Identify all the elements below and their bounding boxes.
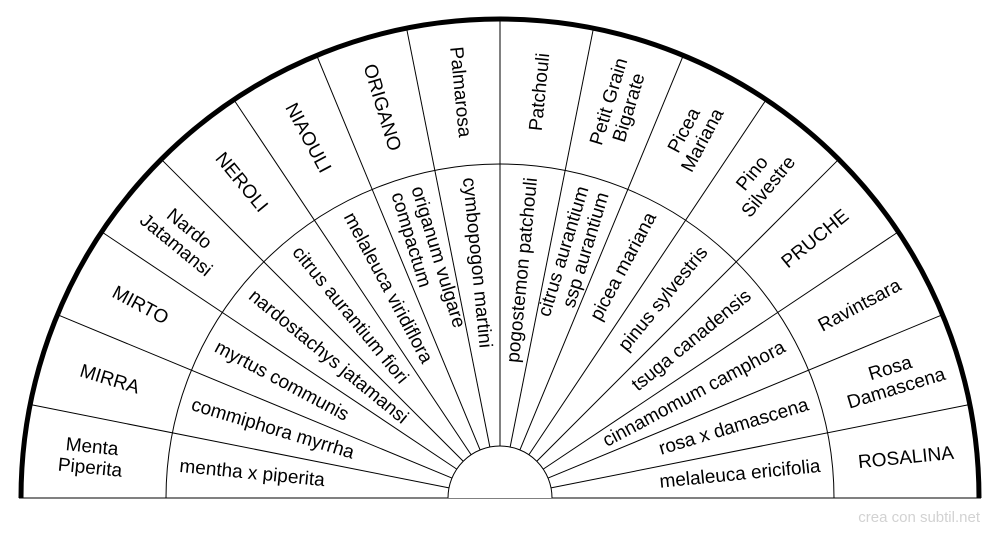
inner-label-0-line-0: mentha x piperita — [179, 456, 327, 491]
inner-label-8-line-0: pogostemon patchouli — [503, 177, 542, 364]
outer-label-5: NIAOULI — [281, 100, 335, 177]
outer-label-0-line-0: Menta — [65, 434, 120, 460]
outer-label-8: Patchouli — [526, 52, 555, 132]
outer-label-12: PRUCHE — [778, 206, 853, 273]
center-hub — [447, 445, 553, 499]
outer-ring-arc — [18, 16, 982, 499]
outer-label-15-line-0: ROSALINA — [857, 443, 955, 473]
outer-label-9: Petit GrainBigarate — [586, 56, 652, 154]
sector-divider-13 — [542, 231, 899, 470]
sector-divider-1 — [30, 404, 450, 489]
outer-label-3: NardoJatamansi — [136, 194, 230, 281]
sector-divider-6 — [316, 55, 481, 451]
inner-label-8: pogostemon patchouli — [503, 177, 542, 364]
outer-label-13: Ravintsara — [815, 275, 905, 337]
inner-label-0: mentha x piperita — [179, 456, 327, 491]
credit-text: crea con subtil.net — [858, 509, 980, 526]
outer-label-7-line-0: Palmarosa — [445, 46, 475, 139]
sector-divider-11 — [528, 99, 767, 456]
sector-divider-9 — [509, 28, 594, 448]
outer-label-10: PiceaMariana — [659, 95, 729, 176]
sector-divider-14 — [547, 314, 943, 479]
sector-divider-3 — [101, 231, 458, 470]
outer-label-1: MIRRA — [77, 361, 142, 399]
outer-label-13-line-0: Ravintsara — [815, 275, 905, 337]
outer-label-6: ORIGANO — [359, 62, 405, 154]
outer-label-8-line-0: Patchouli — [526, 52, 555, 132]
sector-divider-10 — [519, 55, 684, 451]
outer-label-4-line-0: NEROLI — [211, 149, 272, 217]
outer-label-2: MIRTO — [109, 282, 172, 329]
outer-label-15: ROSALINA — [857, 443, 955, 473]
outer-label-2-line-0: MIRTO — [109, 282, 172, 329]
sector-divider-7 — [406, 28, 491, 448]
outer-label-7: Palmarosa — [445, 46, 475, 139]
outer-label-0: MentaPiperita — [57, 434, 126, 482]
outer-label-12-line-0: PRUCHE — [778, 206, 853, 273]
outer-label-5-line-0: NIAOULI — [281, 100, 335, 177]
sector-divider-4 — [160, 158, 464, 462]
sector-divider-15 — [550, 404, 970, 489]
outer-label-6-line-0: ORIGANO — [359, 62, 405, 154]
sector-divider-5 — [233, 99, 472, 456]
sector-divider-12 — [536, 158, 840, 462]
outer-label-1-line-0: MIRRA — [77, 361, 142, 399]
sector-divider-2 — [57, 314, 453, 479]
outer-label-4: NEROLI — [211, 149, 272, 217]
outer-label-14: RosaDamascena — [839, 344, 949, 414]
